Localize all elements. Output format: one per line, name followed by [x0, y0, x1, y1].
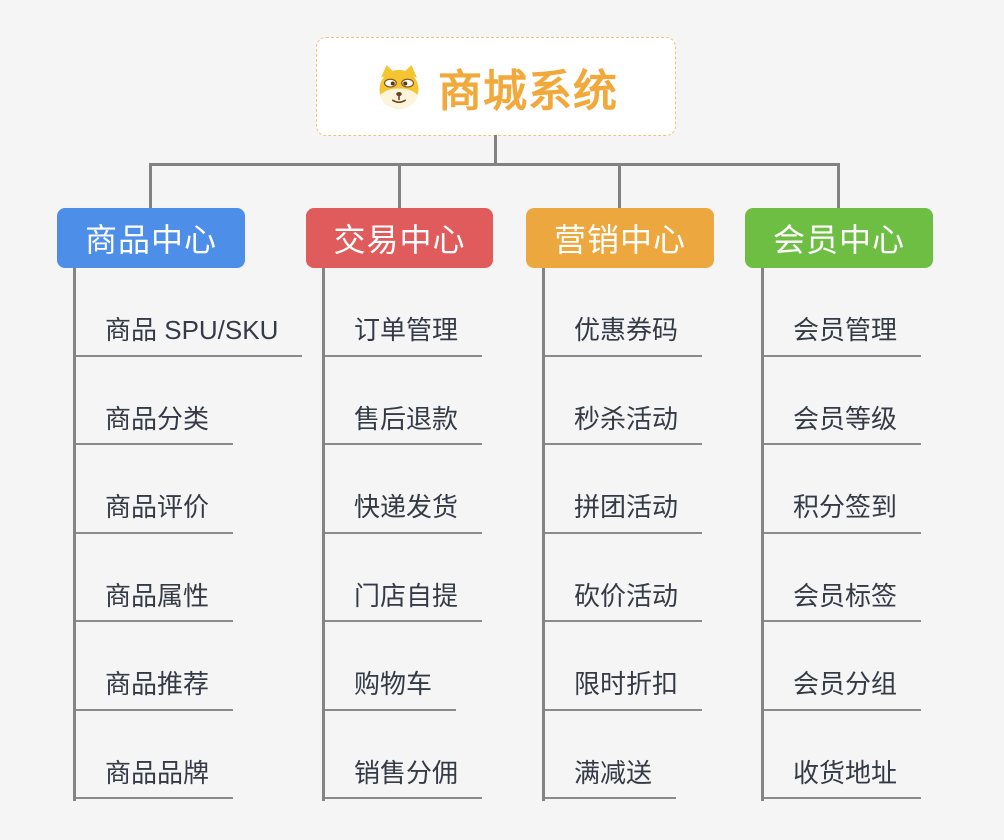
sub-item-label[interactable]: 会员分组 — [761, 669, 922, 711]
branch-node-trade-center[interactable]: 交易中心 — [306, 208, 493, 268]
branch-children-product-center: 商品 SPU/SKU 商品分类 商品评价 商品属性 商品推荐 商品品牌 — [73, 268, 303, 801]
branch-node-marketing-center[interactable]: 营销中心 — [526, 208, 714, 268]
connector-branch-stub — [398, 165, 401, 209]
sub-item-label[interactable]: 销售分佣 — [322, 758, 483, 799]
root-node[interactable]: 商城系统 — [316, 37, 676, 136]
sub-item-label[interactable]: 快递发货 — [322, 492, 483, 534]
dog-face-icon — [379, 64, 419, 109]
sub-item-label[interactable]: 砍价活动 — [542, 581, 703, 622]
sub-item-label[interactable]: 商品 SPU/SKU — [73, 315, 303, 357]
sub-item-label[interactable]: 商品属性 — [73, 581, 234, 622]
sub-item-label[interactable]: 拼团活动 — [542, 492, 703, 534]
branch-node-product-center[interactable]: 商品中心 — [57, 208, 245, 268]
sub-item-label[interactable]: 会员标签 — [761, 581, 922, 622]
sub-item-label[interactable]: 商品分类 — [73, 404, 234, 445]
branch-children-trade-center: 订单管理 售后退款 快递发货 门店自提 购物车 销售分佣 — [322, 268, 483, 801]
sub-item-label[interactable]: 购物车 — [322, 669, 457, 711]
sub-item-label[interactable]: 商品评价 — [73, 492, 234, 534]
sub-item-label[interactable]: 优惠券码 — [542, 315, 703, 357]
sub-item-label[interactable]: 积分签到 — [761, 492, 922, 534]
connector-column-line — [542, 268, 545, 801]
branch-children-marketing-center: 优惠券码 秒杀活动 拼团活动 砍价活动 限时折扣 满减送 — [542, 268, 703, 801]
connector-branch-stub — [618, 165, 621, 209]
branch-children-member-center: 会员管理 会员等级 积分签到 会员标签 会员分组 收货地址 — [761, 268, 922, 801]
connector-root-stub — [494, 135, 497, 164]
root-title: 商城系统 — [438, 66, 618, 116]
sub-item-label[interactable]: 商品品牌 — [73, 758, 234, 799]
connector-column-line — [73, 268, 76, 801]
sub-item-label[interactable]: 限时折扣 — [542, 669, 703, 711]
sub-item-label[interactable]: 秒杀活动 — [542, 404, 703, 445]
connector-branch-stub — [837, 165, 840, 209]
connector-column-line — [322, 268, 325, 801]
sub-item-label[interactable]: 订单管理 — [322, 315, 483, 357]
connector-horizontal — [149, 163, 840, 166]
sub-item-label[interactable]: 售后退款 — [322, 404, 483, 445]
sub-item-label[interactable]: 门店自提 — [322, 581, 483, 622]
sub-item-label[interactable]: 会员管理 — [761, 315, 922, 357]
branch-node-member-center[interactable]: 会员中心 — [745, 208, 933, 268]
sub-item-label[interactable]: 会员等级 — [761, 404, 922, 445]
sub-item-label[interactable]: 收货地址 — [761, 758, 922, 799]
sub-item-label[interactable]: 商品推荐 — [73, 669, 234, 711]
connector-column-line — [761, 268, 764, 801]
sub-item-label[interactable]: 满减送 — [542, 758, 677, 799]
connector-branch-stub — [149, 165, 152, 209]
